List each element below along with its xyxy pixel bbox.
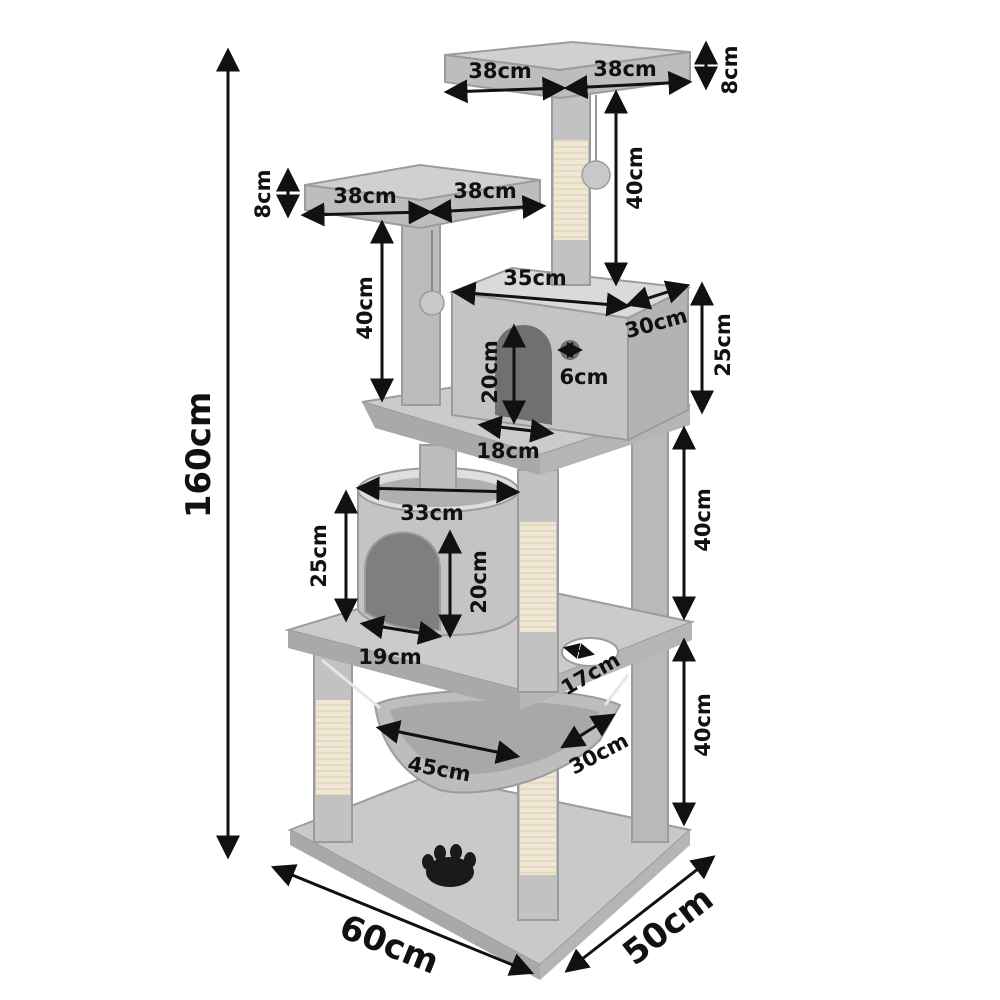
mid-perch-height-label: 8cm [251,170,275,219]
top-perch-right-arrow [563,70,693,100]
mid-perch-right-label: 38cm [453,179,517,203]
condo-door-height-label: 20cm [478,340,502,404]
condo-hole-label: 6cm [560,365,609,389]
barrel-width-arrow [355,476,521,504]
barrel-house [357,467,519,637]
top-post-height-label: 40cm [623,146,647,210]
barrel-width-label: 33cm [400,501,464,525]
right-upper-post-label: 40cm [691,488,715,552]
condo-door-width-arrow [477,415,555,443]
dimension-lines [216,40,718,976]
short-center-post [419,444,457,491]
right-lower-post-label: 40cm [691,693,715,757]
mid-perch-left-label: 38cm [333,184,397,208]
condo-width-arrow [451,281,631,317]
hammock-depth-arrow [560,713,616,749]
overall-height-label: 160cm [179,392,219,519]
mid-perch-post [401,214,445,406]
top-perch-height-label: 8cm [718,46,742,95]
hammock-width-arrow [375,720,521,764]
front-right-upper-post [517,469,559,693]
barrel-door-width-label: 19cm [358,645,422,669]
platform-hole-arrow [563,643,595,659]
condo-depth-arrow [625,280,691,310]
condo-width-label: 35cm [503,266,567,290]
base-width-arrow [270,864,535,976]
front-left-post [313,651,353,843]
top-perch-left-label: 38cm [468,59,532,83]
base-depth-arrow [564,855,716,973]
condo-door-width-label: 18cm [476,439,540,463]
barrel-door-width-arrow [359,615,443,645]
mid-post-height-label: 40cm [353,276,377,340]
barrel-door-height-label: 20cm [467,550,491,614]
mid-perch-left-arrow [300,200,433,227]
barrel-height-label: 25cm [307,524,331,588]
mid-perch-right-arrow [427,195,547,223]
top-perch-left-arrow [443,76,567,104]
condo-height-label: 25cm [711,313,735,377]
top-perch-post [551,84,611,286]
top-perch-right-label: 38cm [593,57,657,81]
